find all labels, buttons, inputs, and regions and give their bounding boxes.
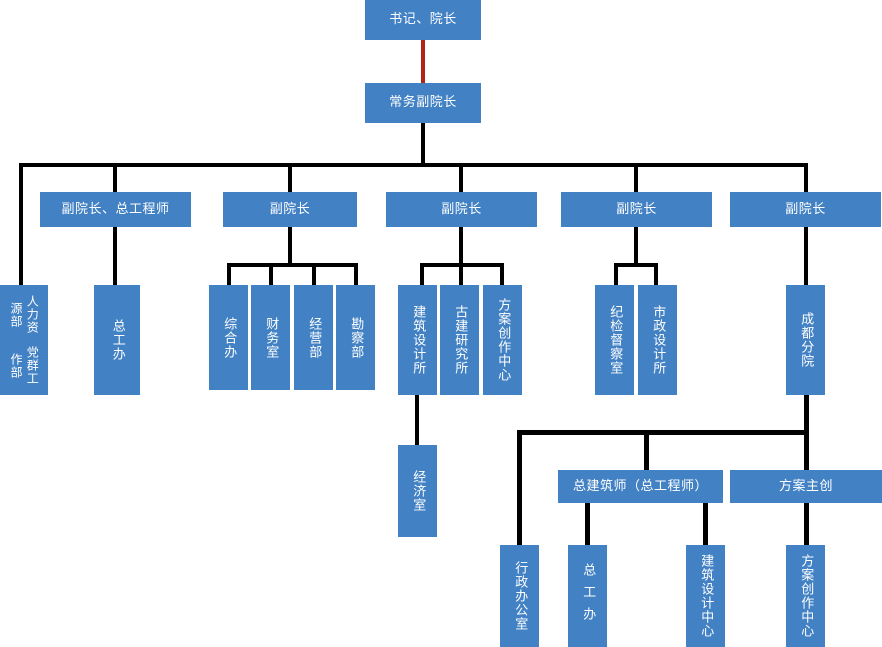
connector-bus-drop-2: [113, 163, 117, 199]
connector-root-to-deputy: [421, 38, 425, 84]
connector-bus-drop-6: [804, 163, 808, 199]
node-vice-president-supervision[interactable]: 副院长: [561, 192, 712, 227]
node-executive-vice-president[interactable]: 常务副院长: [365, 83, 481, 123]
node-chief-architect[interactable]: 总建筑师（总工程师）: [558, 470, 723, 503]
node-municipal-design-institute[interactable]: 市政设计所: [638, 285, 677, 395]
connector-branch-bus: [517, 430, 809, 435]
connector-design-drop-3: [500, 263, 504, 285]
node-branch-architectural-design-center[interactable]: 建筑设计中心: [686, 545, 725, 647]
node-operations-department[interactable]: 经营部: [294, 285, 333, 390]
connector-deputy-down: [421, 121, 425, 166]
connector-admin-drop-4: [354, 263, 358, 285]
connector-sup-drop-2: [654, 263, 658, 285]
connector-branch-drop-mid: [644, 430, 649, 472]
connector-admin-drop-1: [227, 263, 231, 285]
connector-chiefarch-drop-1: [585, 502, 590, 545]
connector-design-to-economy: [415, 395, 419, 445]
connector-bus-drop-1: [19, 163, 23, 199]
node-hr-and-party-affairs[interactable]: 人力资源部 党群工作部: [0, 285, 48, 395]
node-hr-label: 人力资源部: [9, 295, 40, 334]
connector-bus-drop-5: [634, 163, 638, 199]
node-branch-scheme-creation-center[interactable]: 方案创作中心: [786, 545, 825, 647]
connector-branch-down: [804, 395, 809, 435]
node-discipline-inspection-office[interactable]: 纪检督察室: [595, 285, 634, 395]
connector-design-drop-2: [459, 263, 463, 285]
node-chief-engineer-office[interactable]: 总工办: [94, 285, 140, 395]
connector-sup-drop-1: [614, 263, 618, 285]
connector-branch-stem: [804, 225, 808, 285]
connector-bus-drop-4: [459, 163, 463, 199]
node-finance-office[interactable]: 财务室: [251, 285, 290, 390]
connector-chiefarch-drop-2: [703, 502, 708, 545]
connector-branch-drop-left: [517, 430, 522, 545]
connector-scheme-drop: [804, 502, 809, 545]
node-scheme-creation-center[interactable]: 方案创作中心: [483, 285, 522, 395]
connector-admin-drop-2: [269, 263, 273, 285]
connector-main-bus: [19, 163, 808, 167]
node-branch-administrative-office[interactable]: 行政办公室: [500, 545, 539, 647]
node-vice-president-branch[interactable]: 副院长: [730, 192, 881, 227]
connector-design-drop-1: [420, 263, 424, 285]
node-survey-department[interactable]: 勘察部: [336, 285, 375, 390]
node-vice-president-admin[interactable]: 副院长: [223, 192, 357, 227]
node-architectural-design-institute[interactable]: 建筑设计所: [398, 285, 437, 395]
node-chengdu-branch[interactable]: 成都分院: [786, 285, 825, 395]
connector-hr-drop: [19, 199, 23, 285]
node-secretary-president[interactable]: 书记、院长: [365, 0, 481, 40]
node-party-affairs-label: 党群工作部: [9, 346, 40, 385]
connector-design-stem: [459, 225, 463, 265]
node-scheme-lead[interactable]: 方案主创: [730, 470, 882, 503]
connector-admin-drop-3: [312, 263, 316, 285]
node-ancient-architecture-research-institute[interactable]: 古建研究所: [440, 285, 479, 395]
node-branch-chief-engineer-office[interactable]: 总工办: [568, 545, 607, 647]
connector-bus-drop-3: [288, 163, 292, 199]
node-economics-office[interactable]: 经济室: [398, 445, 437, 537]
connector-branch-drop-right: [804, 430, 809, 472]
connector-sup-stem: [634, 225, 638, 265]
connector-admin-stem: [288, 225, 292, 265]
node-general-office[interactable]: 综合办: [209, 285, 248, 390]
connector-chiefeng-drop: [113, 225, 117, 285]
node-vice-president-design[interactable]: 副院长: [386, 192, 537, 227]
connector-sup-bar: [614, 263, 658, 267]
connector-admin-bar: [227, 263, 355, 267]
node-vice-president-chief-engineer[interactable]: 副院长、总工程师: [40, 192, 191, 227]
